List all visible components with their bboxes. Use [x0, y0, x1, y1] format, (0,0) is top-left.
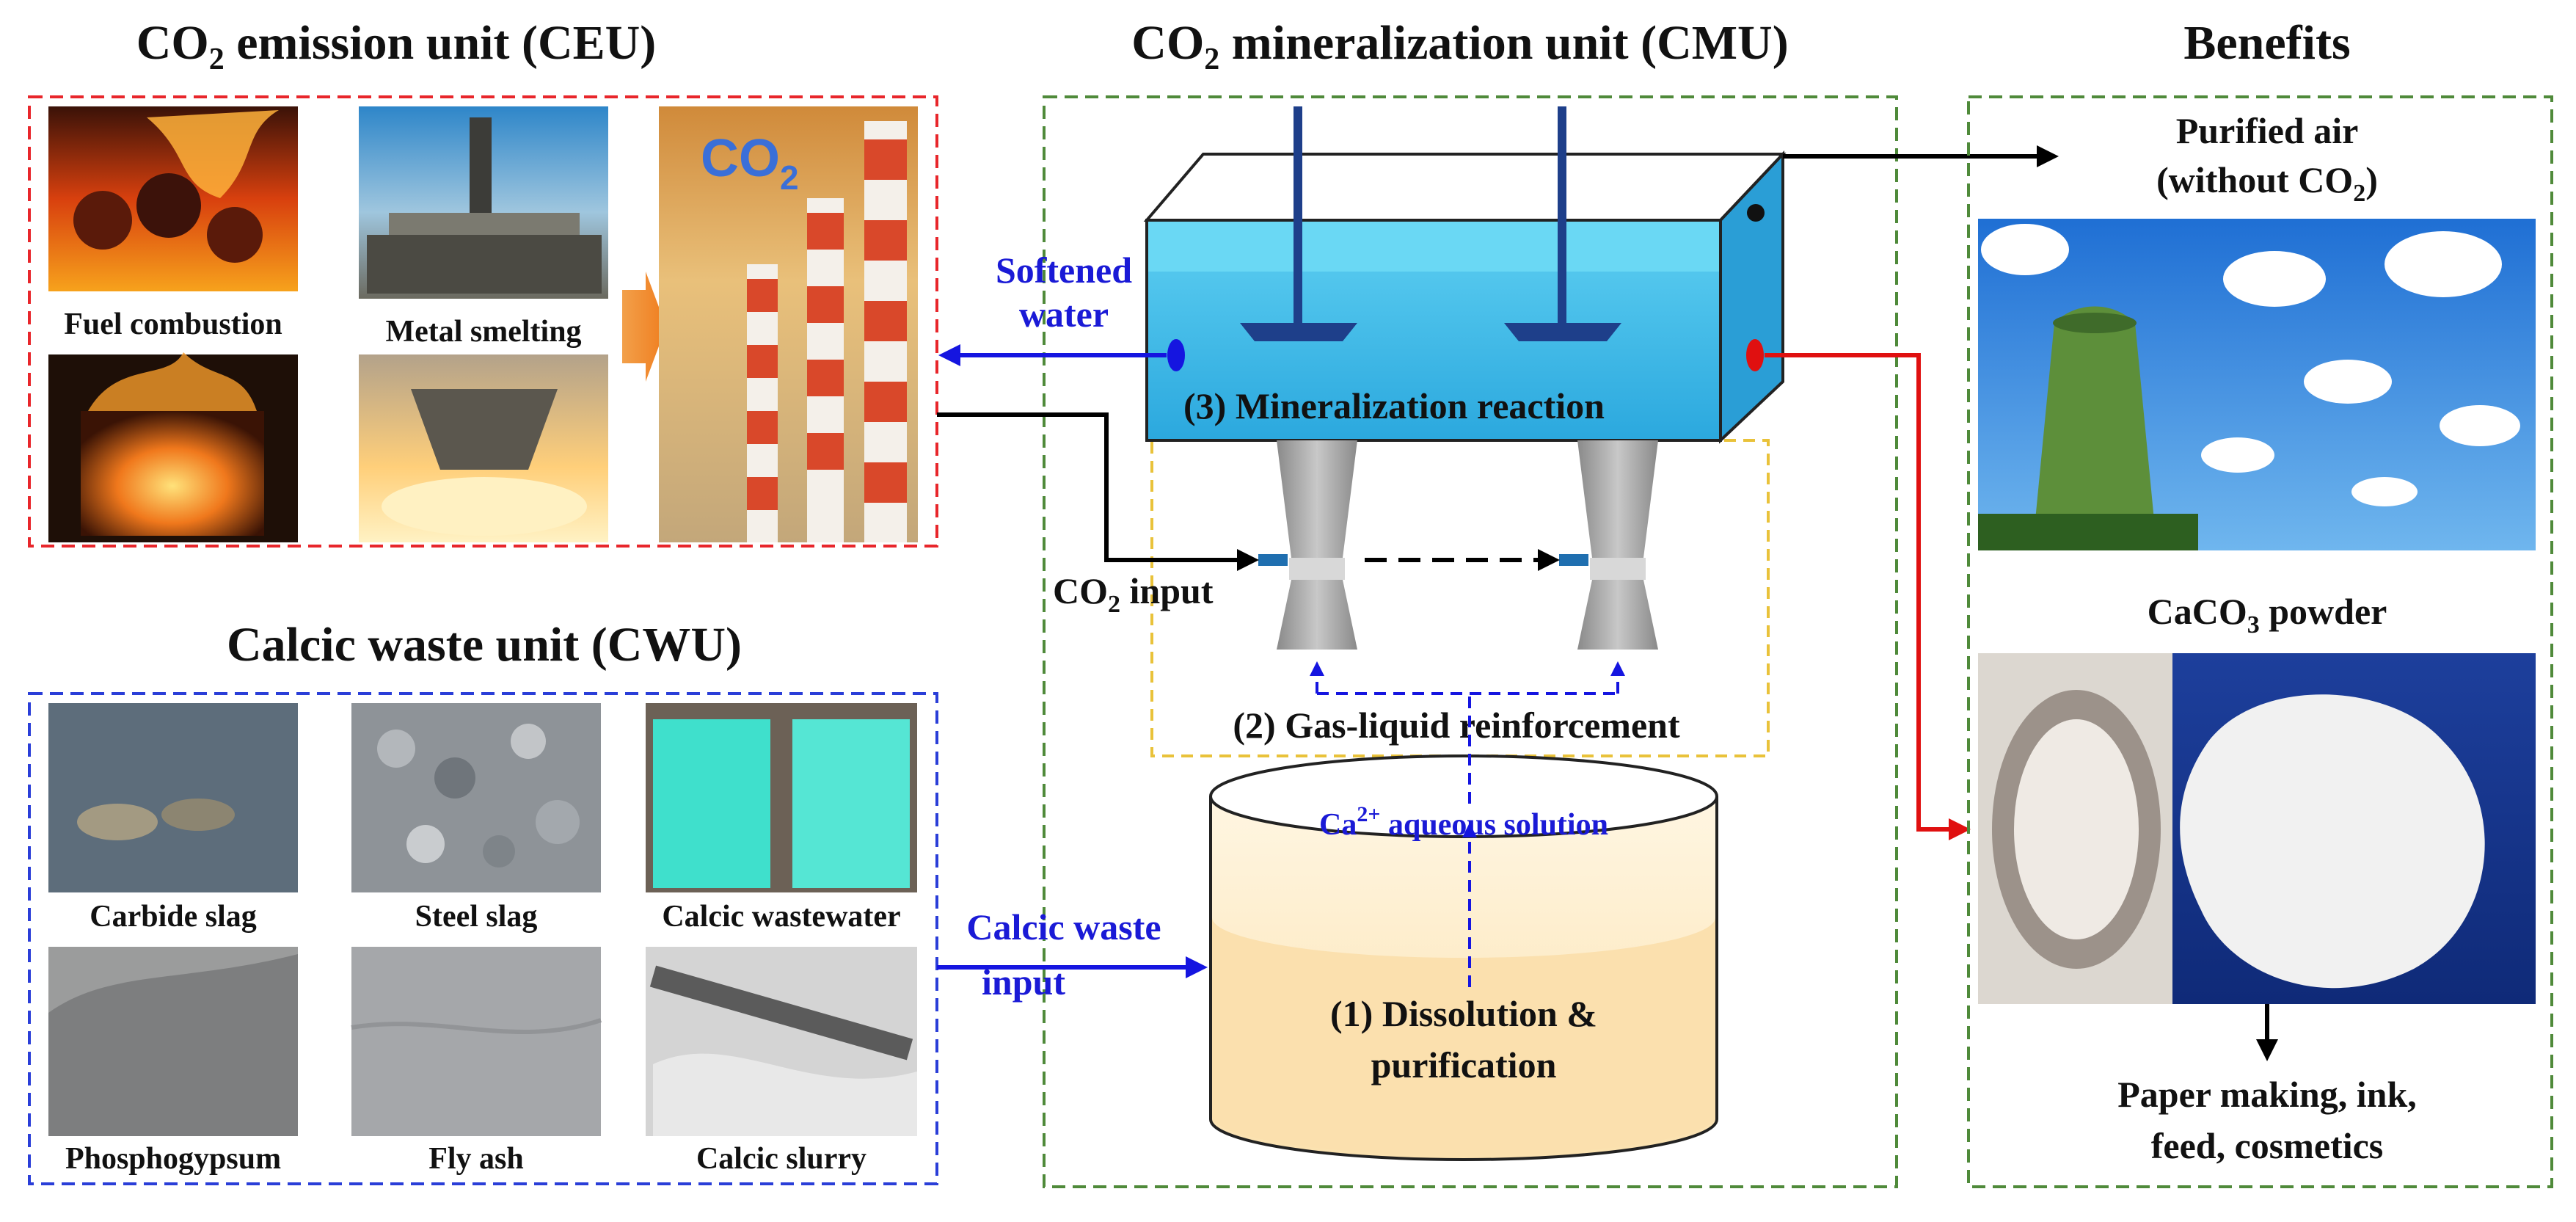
benefits-frame — [1967, 95, 2553, 1188]
softened-water-label-1: Softened — [996, 250, 1132, 291]
reactor-tank — [1143, 150, 1787, 444]
calcic-wastewater-photo — [646, 703, 917, 892]
label-fly-ash: Fly ash — [428, 1142, 524, 1176]
label-metal-smelting: Metal smelting — [385, 315, 581, 349]
cmu-frame — [1043, 95, 1898, 1188]
label-phosphogypsum: Phosphogypsum — [65, 1142, 281, 1176]
benefits-title: Benefits — [2183, 16, 2350, 70]
ceu-title: CO2 emission unit (CEU) — [136, 16, 657, 76]
smelting-furnace-photo — [359, 354, 608, 542]
steel-slag-photo — [351, 703, 601, 892]
label-steel-slag: Steel slag — [415, 900, 538, 934]
metal-smelting-photo — [359, 106, 608, 299]
co2-input-label: CO2 input — [1053, 570, 1214, 618]
uses-label-2: feed, cosmetics — [2151, 1125, 2384, 1166]
calcic-slurry-photo — [646, 947, 917, 1136]
carbide-slag-photo — [48, 703, 298, 892]
fuel-combustion-photo — [48, 106, 298, 291]
co2-sign: CO2 — [701, 129, 799, 197]
ceu-frame — [28, 95, 938, 548]
fly-ash-photo — [351, 947, 602, 1136]
ejector-left — [1258, 440, 1357, 650]
calcic-waste-label-1: Calcic waste — [966, 906, 1161, 948]
phosphogypsum-photo — [48, 947, 298, 1136]
label-carbide-slag: Carbide slag — [90, 900, 257, 934]
ejector-right — [1559, 440, 1658, 650]
co2-input-arrow — [937, 412, 1259, 571]
purified-air-label-2: (without CO2) — [2156, 159, 2378, 207]
calcic-waste-label-2: input — [982, 961, 1065, 1003]
step1-label-line2: purification — [1371, 1044, 1557, 1085]
softened-water-label-2: water — [1019, 294, 1109, 335]
dissolution-tank — [1209, 754, 1718, 1161]
cwu-title: Calcic waste unit (CWU) — [227, 618, 742, 672]
stirrer-right — [1504, 106, 1621, 341]
step1-label-line1: (1) Dissolution & — [1330, 993, 1597, 1034]
label-calcic-wastewater: Calcic wastewater — [662, 900, 900, 934]
step2-label: (2) Gas-liquid reinforcement — [1233, 705, 1680, 746]
caco3-product-arrow — [1765, 353, 1971, 840]
furnace-photo — [48, 352, 298, 542]
purified-air-label-1: Purified air — [2176, 110, 2359, 151]
air-outlet-port — [1747, 204, 1765, 222]
smokestacks-photo: CO2 — [659, 106, 918, 542]
right-arrow-icon — [622, 272, 666, 382]
ca-solution-label: Ca2+ aqueous solution — [1319, 802, 1608, 842]
caco3-label: CaCO3 powder — [2148, 591, 2387, 639]
caco3-powder-photo — [1978, 653, 2536, 1004]
softened-water-port — [1167, 339, 1185, 371]
stirrer-left — [1240, 106, 1357, 341]
uses-label-1: Paper making, ink, — [2117, 1074, 2417, 1115]
label-calcic-slurry: Calcic slurry — [696, 1142, 866, 1176]
label-fuel-combustion: Fuel combustion — [64, 308, 282, 341]
purified-air-photo — [1978, 219, 2536, 550]
solution-flow-lines — [1310, 661, 1625, 987]
cwu-frame — [28, 692, 938, 1185]
step3-label: (3) Mineralization reaction — [1183, 385, 1605, 426]
cmu-title: CO2 mineralization unit (CMU) — [1131, 16, 1788, 76]
product-outlet-port — [1746, 339, 1764, 371]
